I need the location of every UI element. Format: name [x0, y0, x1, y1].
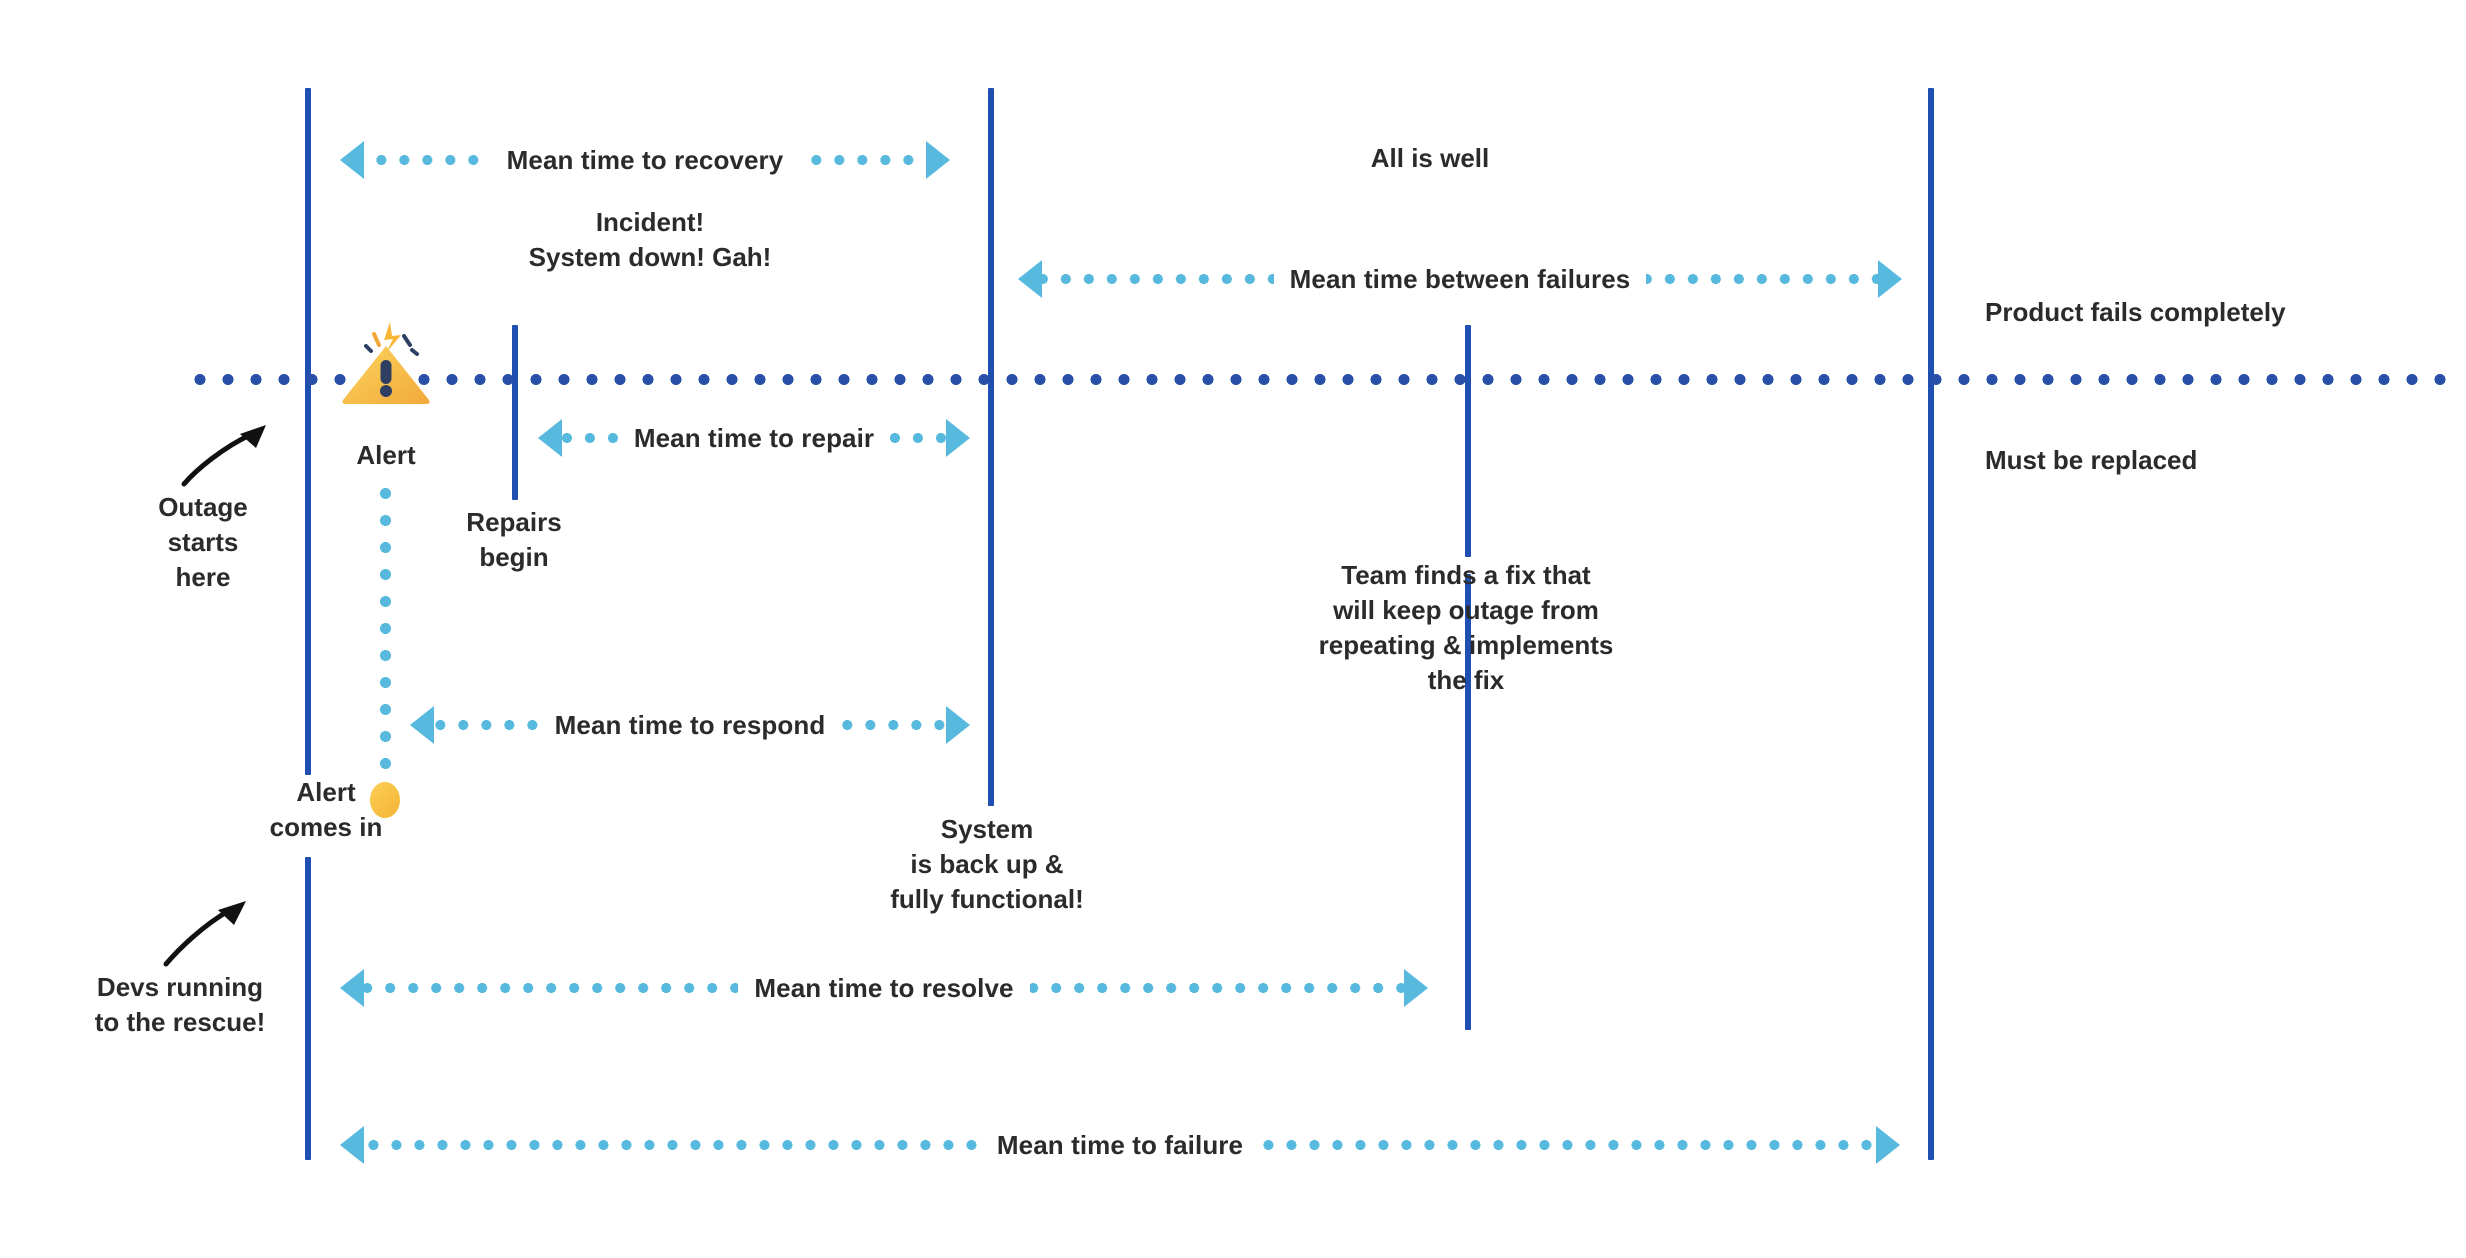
main-timeline-dotted-axis	[186, 374, 2458, 385]
dotted-segment-right	[841, 720, 947, 730]
measure-label: Mean time to recovery	[506, 144, 784, 175]
arrow-head-left-icon	[538, 419, 562, 457]
measure-label: Mean time to resolve	[754, 972, 1014, 1003]
alert-icon-label: Alert	[356, 440, 416, 470]
arrow-head-right-icon	[926, 141, 950, 179]
arrow-head-right-icon	[1878, 260, 1903, 298]
measure-label: Mean time to failure	[996, 1129, 1244, 1160]
dotted-segment-left	[364, 155, 491, 165]
dotted-segment-left	[434, 720, 539, 730]
alert-to-dot-connector	[380, 480, 391, 790]
dotted-segment-right	[1259, 1140, 1876, 1150]
arrow-head-right-icon	[1404, 969, 1429, 1007]
measure-label: Mean time to repair	[633, 422, 875, 453]
measure-row-mean-time-between-failures: Mean time between failures	[1018, 256, 1903, 302]
measure-row-mean-time-to-recovery: Mean time to recovery	[340, 137, 950, 183]
arrow-head-left-icon	[340, 141, 364, 179]
note-repairs-begin: Repairs begin	[466, 507, 562, 573]
note-system-back-up: System is back up & fully functional!	[890, 814, 1084, 915]
arrow-head-left-icon	[1018, 260, 1042, 298]
arrow-head-right-icon	[1876, 1126, 1900, 1164]
note-incident: Incident! System down! Gah!	[528, 207, 772, 273]
arrow-head-right-icon	[946, 706, 971, 744]
dotted-segment-left	[1042, 274, 1274, 284]
measure-label: Mean time between failures	[1289, 263, 1631, 294]
note-all-is-well: All is well	[1370, 143, 1490, 173]
arrow-head-right-icon	[946, 419, 971, 457]
note-must-be-replaced: Must be replaced	[1985, 445, 2198, 475]
measure-row-mean-time-to-repair: Mean time to repair	[538, 415, 971, 461]
dotted-segment-right	[1029, 983, 1405, 993]
alert-dot-icon	[370, 782, 400, 818]
measure-row-mean-time-to-respond: Mean time to respond	[410, 702, 971, 748]
dotted-segment-right	[799, 155, 926, 165]
arrow-head-left-icon	[410, 706, 434, 744]
milestone-line-fix-implemented-lower	[1465, 574, 1471, 1030]
curved-arrow-devs-running-icon	[160, 890, 270, 968]
dotted-segment-left	[364, 983, 739, 993]
note-outage-starts-here: Outage starts here	[158, 492, 248, 593]
milestone-line-outage-start-upper	[305, 88, 311, 775]
measure-label: Mean time to respond	[554, 709, 826, 740]
note-devs-running-to-the-rescue: Devs running to the rescue!	[94, 972, 266, 1038]
dotted-segment-right	[1646, 274, 1879, 284]
milestone-line-system-back-up	[988, 88, 994, 806]
milestone-line-outage-start-lower	[305, 857, 311, 1160]
warning-triangle-icon	[340, 320, 432, 404]
note-product-fails-completely: Product fails completely	[1985, 297, 2286, 327]
arrow-head-left-icon	[340, 969, 364, 1007]
milestone-line-product-fails	[1928, 88, 1934, 1160]
note-team-finds-fix: Team finds a fix that will keep outage f…	[1318, 560, 1614, 696]
curved-arrow-outage-starts-icon	[178, 418, 288, 488]
dotted-segment-right	[890, 433, 947, 443]
note-alert-comes-in: Alert comes in	[269, 777, 383, 843]
milestone-line-repairs-begin	[512, 325, 518, 500]
arrow-head-left-icon	[340, 1126, 364, 1164]
measure-row-mean-time-to-failure: Mean time to failure	[340, 1122, 1900, 1168]
measure-row-mean-time-to-resolve: Mean time to resolve	[340, 965, 1429, 1011]
dotted-segment-left	[364, 1140, 981, 1150]
milestone-line-fix-implemented-upper	[1465, 325, 1471, 557]
dotted-segment-left	[562, 433, 618, 443]
